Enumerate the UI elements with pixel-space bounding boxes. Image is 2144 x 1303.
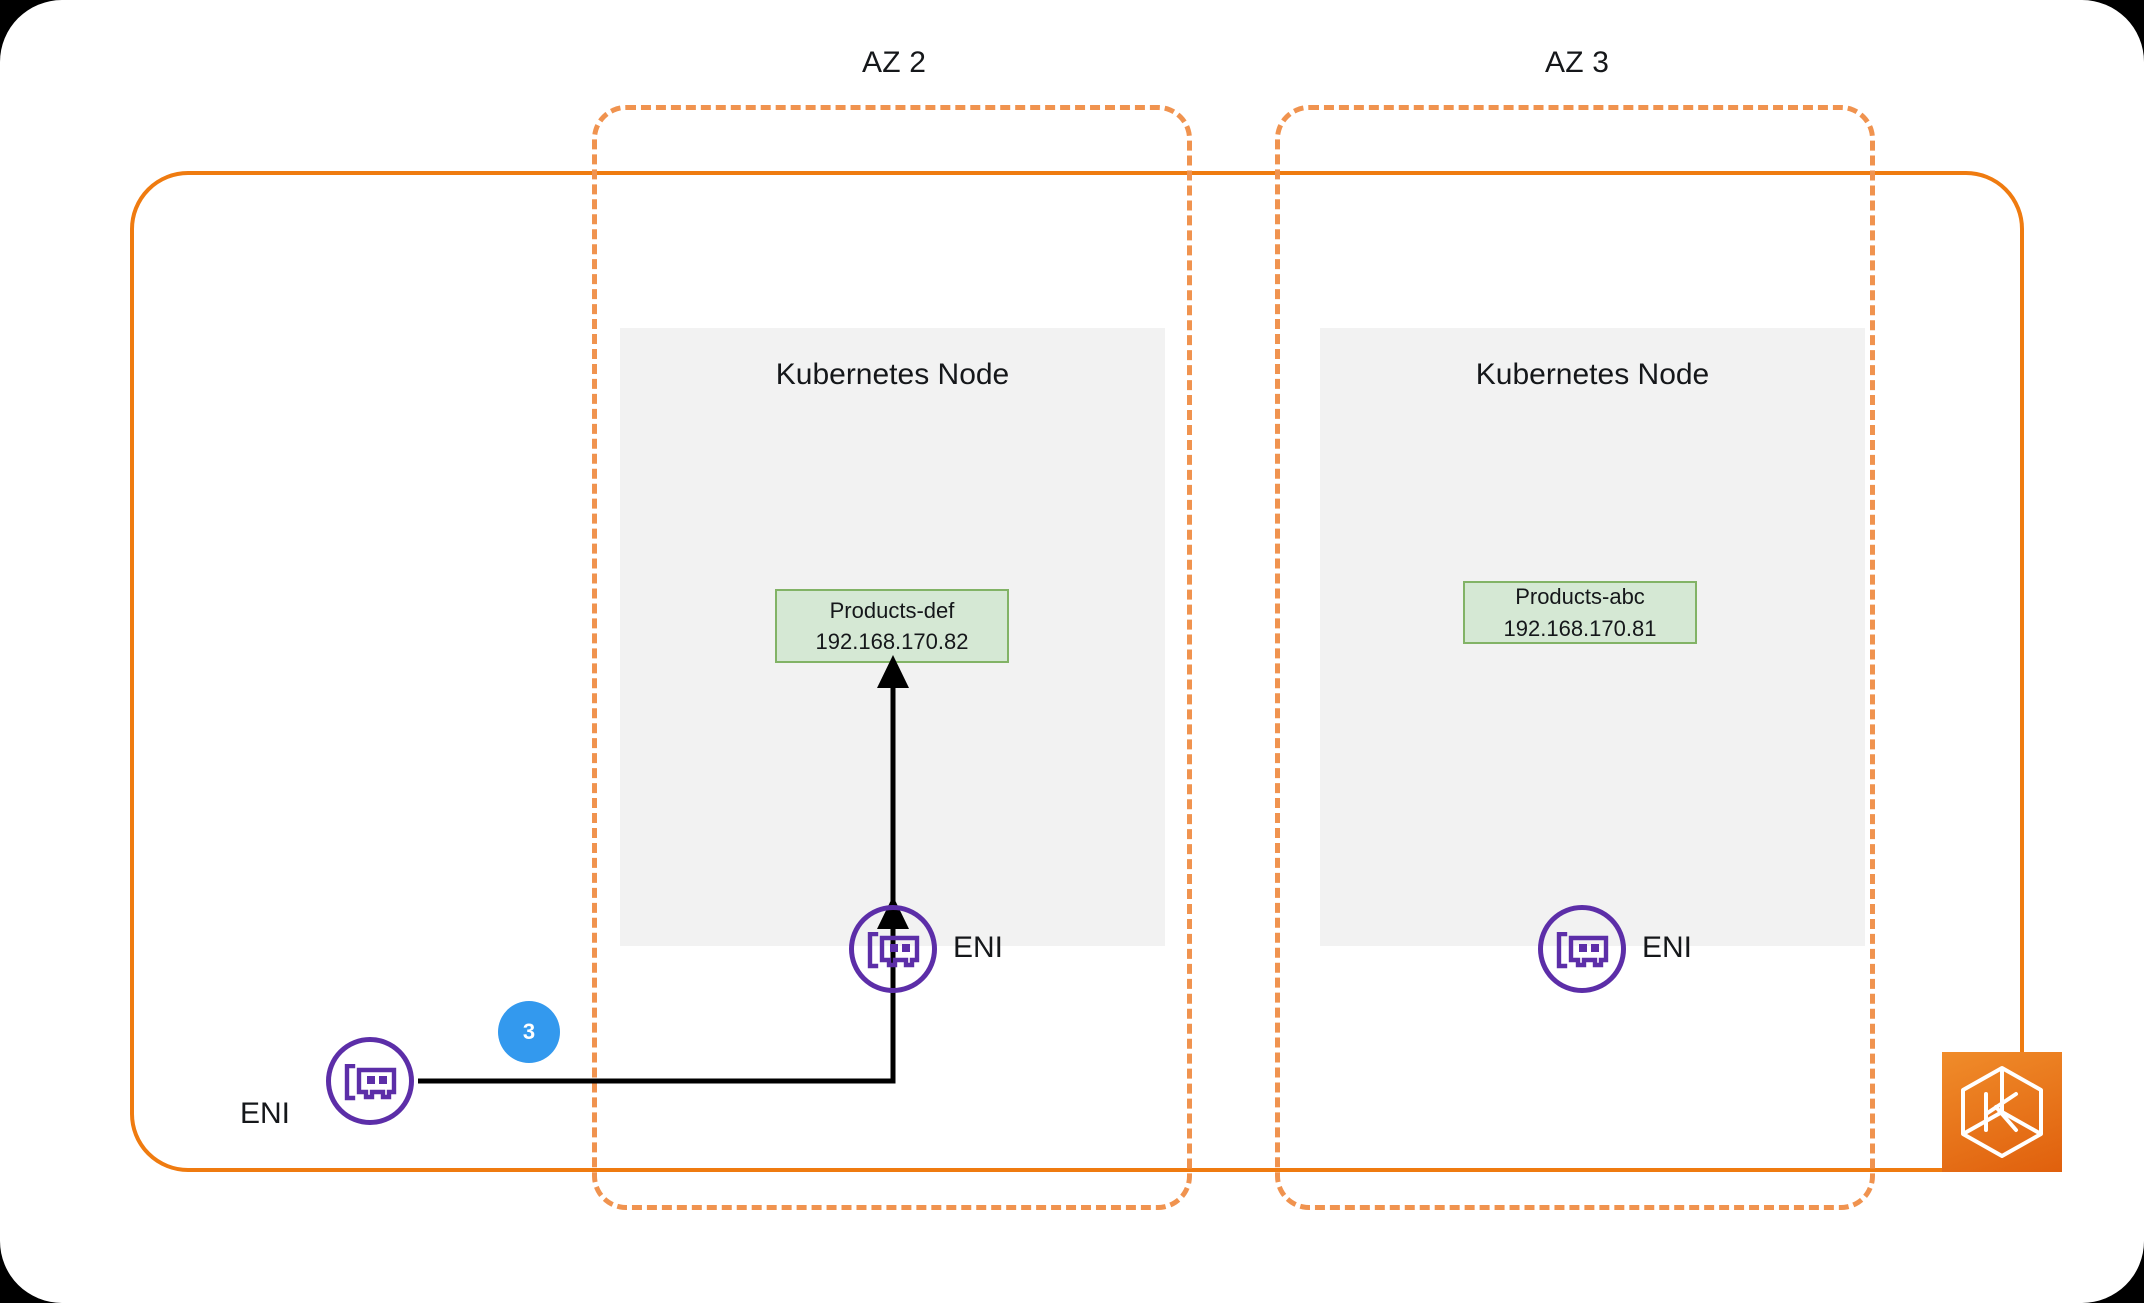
kubernetes-node-az2-label: Kubernetes Node xyxy=(775,358,1010,391)
pod-products-def-ip: 192.168.170.82 xyxy=(815,629,969,654)
eni-vpc-label: ENI xyxy=(240,1097,291,1130)
vpc-boundary xyxy=(130,171,2024,1172)
step-badge-3[interactable]: 3 xyxy=(498,1001,560,1063)
network-interface-card-icon xyxy=(1538,905,1626,993)
availability-zone-az2-boundary xyxy=(592,105,1192,1210)
pod-products-def[interactable]: Products-def 192.168.170.82 xyxy=(775,589,1009,663)
eni-az3-label: ENI xyxy=(1642,931,1693,964)
kubernetes-node-az3-label: Kubernetes Node xyxy=(1475,358,1710,391)
network-interface-card-icon xyxy=(849,905,937,993)
pod-products-abc-ip: 192.168.170.81 xyxy=(1503,615,1657,641)
amazon-eks-icon[interactable]: K xyxy=(1942,1052,2062,1172)
pod-products-abc[interactable]: Products-abc 192.168.170.81 xyxy=(1463,581,1697,644)
availability-zone-az3-label: AZ 3 xyxy=(1545,46,1610,79)
availability-zone-az2-label: AZ 2 xyxy=(862,46,927,79)
eni-az2-label: ENI xyxy=(953,931,1004,964)
pod-products-def-name: Products-def xyxy=(829,597,955,623)
pod-products-abc-name: Products-abc xyxy=(1515,584,1645,610)
availability-zone-az3-boundary xyxy=(1275,105,1875,1210)
network-interface-card-icon xyxy=(326,1037,414,1125)
